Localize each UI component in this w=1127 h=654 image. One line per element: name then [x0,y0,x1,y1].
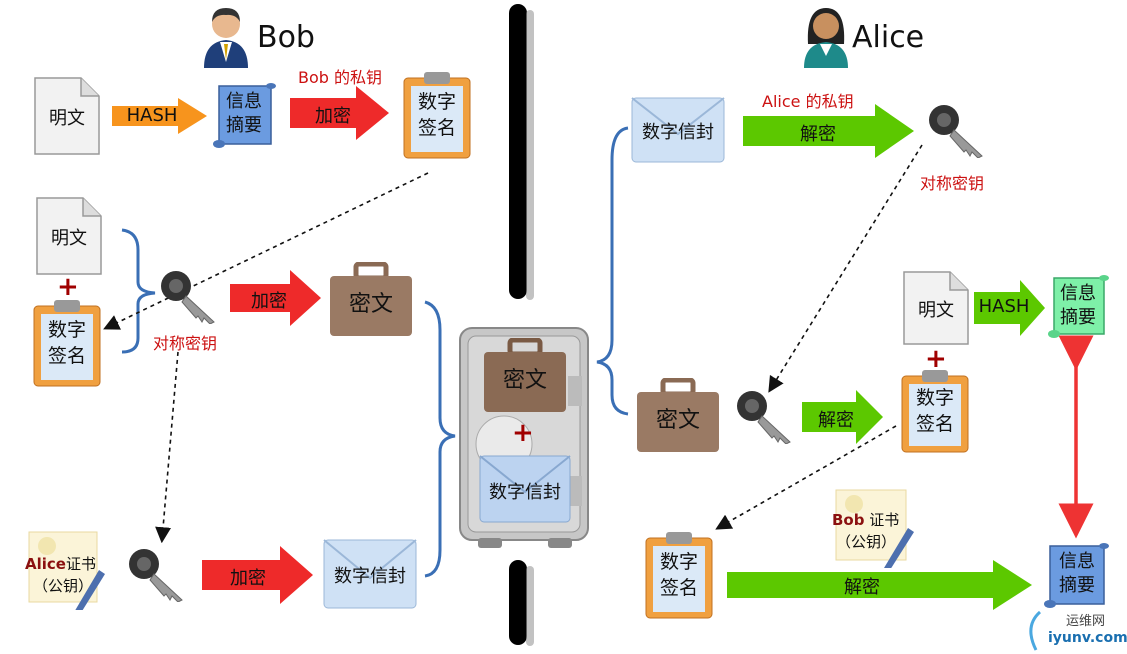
network-divider-bottom [509,560,534,646]
ciphertext-label: 密文 [348,292,393,317]
alice-signature-clipboard-icon: 数字 签名 [900,368,970,454]
alice-cert-name: Alice [25,555,66,573]
plaintext-doc-icon-2: 明文 [35,196,103,276]
safe-envelope-icon: 数字信封 [478,454,572,524]
dashed-signature-to-bottom [715,425,897,530]
bob-digest-line2: 摘要 [1059,575,1095,596]
safe-ciphertext-label: 密文 [502,368,547,393]
watermark-logo: 运维网 iyunv.com [1022,608,1127,652]
alice-cert-icon: Alice证书 （公钥） [25,530,105,616]
encrypt-label-3: 加密 [230,568,266,589]
dashed-signature-to-left [103,172,429,330]
bracket-package [424,300,456,578]
signature-clipboard-icon-2: 数字 签名 [32,298,102,388]
alice-ciphertext-briefcase-icon: 密文 [635,377,721,454]
hash-arrow: HASH [112,98,208,134]
bracket-alice-split [596,126,629,416]
dashed-alice-key-to-cipher [768,144,923,393]
envelope-icon: 数字信封 [322,538,418,610]
decrypt-label-1: 解密 [800,124,836,145]
decrypt-arrow-3: 解密 [727,560,1033,610]
bob-cert-word: 证书 [869,511,900,529]
bob-name: Bob [257,20,315,55]
plaintext-doc-icon: 明文 [33,76,101,156]
alice-envelope-icon: 数字信封 [630,96,726,164]
signature-line2: 签名 [417,117,456,139]
signature-line2-2: 签名 [47,345,86,367]
hash-label: HASH [126,105,178,126]
signature-line1-2: 数字 [47,319,86,341]
alice-hash-arrow: HASH [974,280,1046,336]
bob-private-key-label: Bob 的私钥 [298,68,383,87]
received-signature-line1: 数字 [659,551,698,573]
alice-ciphertext-label: 密文 [655,408,700,433]
symmetric-key-label: 对称密钥 [153,334,218,353]
alice-private-key-label: Alice 的私钥 [762,92,854,111]
digest-scroll-icon: 信息 摘要 [211,82,277,150]
signature-clipboard-icon: 数字 签名 [402,70,472,160]
public-key-icon-left [126,546,188,603]
alice-signature-line2: 签名 [915,413,954,435]
digest-line2: 摘要 [226,115,262,136]
encrypt-arrow-3: 加密 [202,546,314,604]
alice-signature-line1: 数字 [915,387,954,409]
received-signature-line2: 签名 [659,577,698,599]
network-divider-top [509,4,534,300]
plaintext-label-2: 明文 [51,228,87,249]
alice-digest-line1: 信息 [1060,283,1096,304]
alice-symmetric-key-icon [734,388,796,445]
encrypt-arrow-2: 加密 [230,270,322,326]
bracket-left-group [121,228,156,354]
encrypt-label-1: 加密 [315,106,351,127]
dashed-symkey-to-bottom [155,351,179,544]
decrypt-arrow-2: 解密 [802,390,884,444]
plus-sign-1: + [57,272,79,302]
bob-cert-icon: Bob 证书 （公钥） [832,488,916,570]
alice-private-key-icon [926,102,988,159]
safe-plus-sign: + [512,418,534,448]
alice-cert-public-key: （公钥） [33,577,94,595]
alice-plaintext-label: 明文 [918,300,954,321]
bob-avatar-icon [200,4,252,68]
decrypt-label-3: 解密 [844,577,880,598]
decrypt-arrow-1: 解密 [743,104,915,158]
plaintext-label: 明文 [49,108,85,129]
bob-digest-line1: 信息 [1059,551,1095,572]
signature-line1: 数字 [417,91,456,113]
watermark-line2: iyunv.com [1048,630,1127,646]
received-signature-clipboard-icon: 数字 签名 [644,530,714,620]
alice-cert-word: 证书 [65,555,96,573]
alice-symmetric-key-label: 对称密钥 [920,174,985,193]
alice-digest-line2: 摘要 [1060,307,1096,328]
decrypt-label-2: 解密 [818,410,854,431]
encrypt-label-2: 加密 [251,291,287,312]
alice-digest-scroll-icon: 信息 摘要 [1046,274,1110,340]
symmetric-key-icon [158,268,220,325]
bob-cert-public-key: （公钥） [836,533,897,551]
ciphertext-briefcase-icon: 密文 [328,261,414,338]
encrypt-arrow-1: 加密 [290,86,390,140]
bob-cert-name: Bob [832,511,865,529]
envelope-label: 数字信封 [334,566,406,587]
alice-plaintext-doc-icon: 明文 [902,270,970,346]
alice-hash-label: HASH [978,296,1030,317]
bob-digest-scroll-icon: 信息 摘要 [1042,542,1112,610]
safe-envelope-label: 数字信封 [489,482,561,503]
alice-avatar-icon [800,4,852,68]
safe-ciphertext-briefcase-icon: 密文 [482,337,568,414]
alice-name: Alice [852,20,925,55]
alice-envelope-label: 数字信封 [642,122,714,143]
alice-plus-sign: + [925,344,947,374]
watermark-line1: 运维网 [1066,614,1106,629]
digest-line1: 信息 [226,91,262,112]
